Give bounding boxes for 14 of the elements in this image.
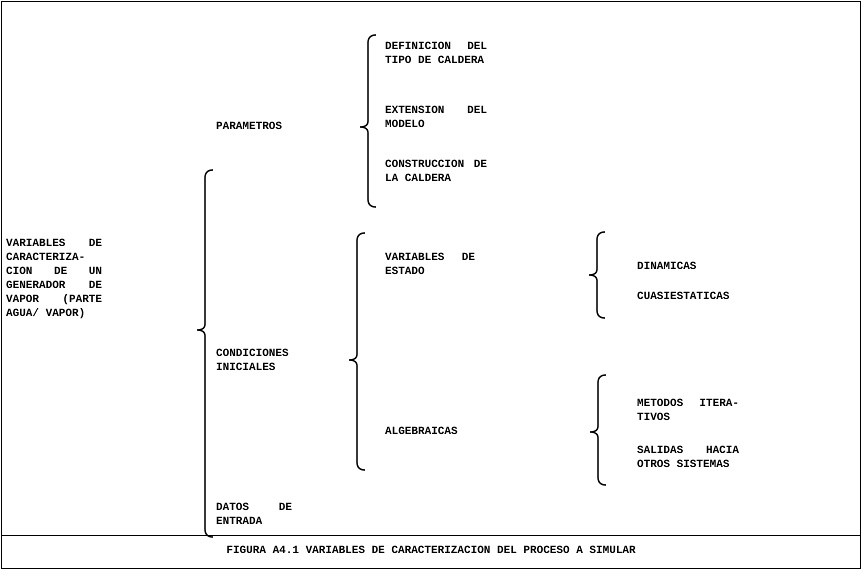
tree-label: PARAMETROS xyxy=(216,120,284,134)
tree-label: METODOS ITERA- TIVOS xyxy=(637,397,739,425)
tree-label: CONDICIONES INICIALES xyxy=(216,347,290,375)
tree-label: EXTENSION DEL MODELO xyxy=(385,104,487,132)
tree-label: CONSTRUCCION DE LA CALDERA xyxy=(385,158,487,186)
tree-label: SALIDAS HACIA OTROS SISTEMAS xyxy=(637,444,739,472)
tree-label: DINAMICAS xyxy=(637,260,698,274)
tree-label: CUASIESTATICAS xyxy=(637,290,730,304)
tree-label: VARIABLES DE CARACTERIZA- CION DE UN GENERADOR DE VAPOR (PARTE AGUA/ VAPOR) xyxy=(6,237,102,321)
tree-label: DEFINICION DEL TIPO DE CALDERA xyxy=(385,40,487,68)
tree-label: ALGEBRAICAS xyxy=(385,425,459,439)
tree-label: VARIABLES DE ESTADO xyxy=(385,251,475,279)
figure-caption: FIGURA A4.1 VARIABLES DE CARACTERIZACION DEL PROCESO A SIMULAR xyxy=(226,544,636,559)
tree-label: DATOS DE ENTRADA xyxy=(216,501,292,529)
